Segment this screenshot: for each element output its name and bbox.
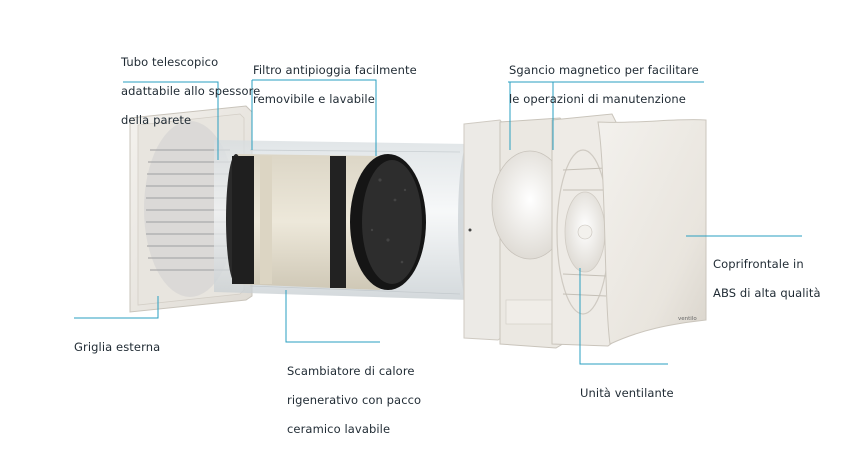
label-line: rigenerativo con pacco xyxy=(287,392,422,407)
label-heat-exchanger: Scambiatore di calore rigenerativo con p… xyxy=(287,349,421,451)
label-line: ceramico lavabile xyxy=(287,421,391,436)
label-line: Filtro antipioggia facilmente xyxy=(253,62,417,77)
front-cover-panel: ventilo xyxy=(597,119,707,345)
front-grille-frame xyxy=(551,113,617,347)
label-telescopic-tube: Tubo telescopico adattabile allo spessor… xyxy=(121,40,260,142)
label-line: Coprifrontale in xyxy=(713,256,804,271)
label-line: Unità ventilante xyxy=(580,385,674,400)
label-line: le operazioni di manutenzione xyxy=(509,91,686,106)
leader-tubo xyxy=(123,81,219,160)
product-mark: ventilo xyxy=(678,316,697,322)
fan-unit xyxy=(491,117,569,349)
leader-unita xyxy=(579,268,668,365)
label-line: Griglia esterna xyxy=(74,339,161,354)
label-fan-unit: Unità ventilante xyxy=(580,371,674,415)
label-line: ABS di alta qualità xyxy=(713,285,821,300)
label-line: Scambiatore di calore xyxy=(287,363,415,378)
label-magnetic-release: Sgancio magnetico per facilitare le oper… xyxy=(509,48,699,121)
label-external-grille: Griglia esterna xyxy=(74,325,160,369)
label-rain-filter: Filtro antipioggia facilmente removibile… xyxy=(253,48,417,121)
leader-scambia xyxy=(285,290,380,343)
leader-filtro-2 xyxy=(252,79,377,156)
leader-griglia xyxy=(74,296,159,319)
label-line: removibile e lavabile xyxy=(253,91,375,106)
label-line: della parete xyxy=(121,112,192,127)
label-front-cover: Coprifrontale in ABS di alta qualità xyxy=(713,242,821,315)
ceramic-heat-exchanger xyxy=(226,154,380,290)
label-line: Tubo telescopico xyxy=(121,54,219,69)
leader-lines xyxy=(74,79,802,365)
rain-filter xyxy=(350,154,426,290)
label-line: Sgancio magnetico per facilitare xyxy=(509,62,699,77)
label-line: adattabile allo spessore xyxy=(121,83,261,98)
